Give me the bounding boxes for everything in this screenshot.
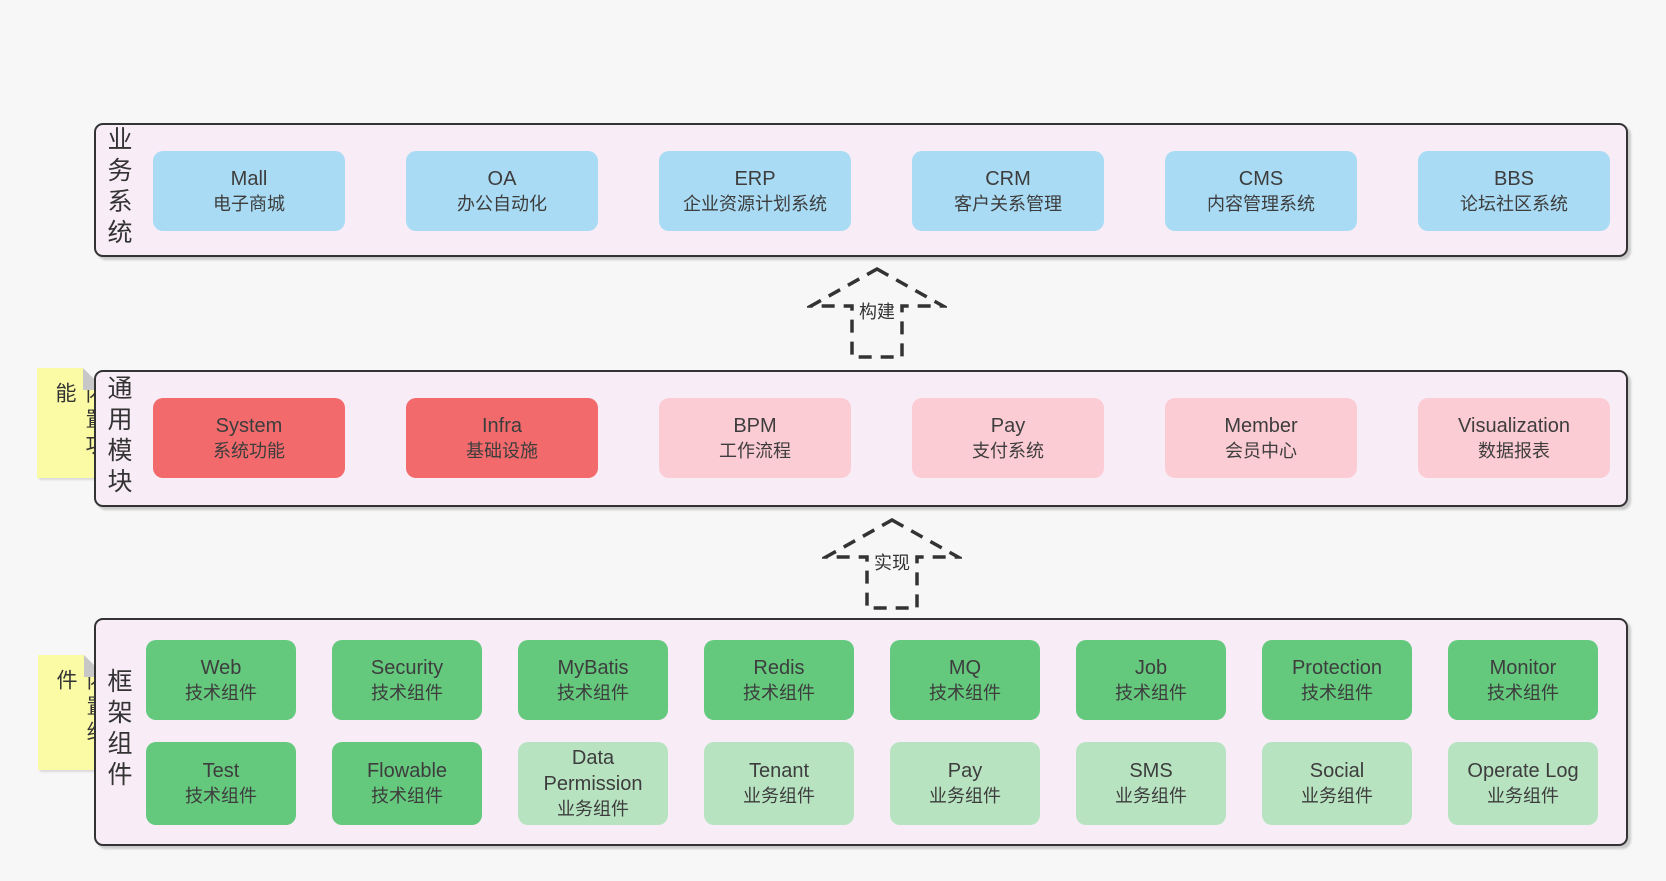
node-erp: ERP 企业资源计划系统 — [659, 151, 851, 231]
node-desc: 数据报表 — [1478, 440, 1550, 461]
node-name: OA — [487, 167, 517, 190]
node-security: Security 技术组件 — [332, 640, 482, 720]
node-job: Job 技术组件 — [1076, 640, 1226, 720]
node-name: SMS — [1129, 760, 1173, 782]
node-desc: 业务组件 — [1301, 786, 1373, 806]
node-name: BPM — [733, 414, 777, 437]
node-name: Test — [202, 760, 240, 782]
common-modules-panel — [94, 370, 1628, 507]
node-test: Test 技术组件 — [146, 742, 296, 825]
node-data-permission: Data Permission 业务组件 — [518, 742, 668, 825]
node-name: Flowable — [366, 760, 448, 782]
node-name: Member — [1224, 414, 1298, 437]
node-tenant: Tenant 业务组件 — [704, 742, 854, 825]
node-name: Job — [1134, 656, 1168, 679]
node-name: ERP — [734, 167, 776, 190]
node-mall: Mall 电子商城 — [153, 151, 345, 231]
framework-components-panel-label: 框架组件 — [104, 668, 132, 792]
node-desc: 电子商城 — [213, 193, 285, 214]
business-systems-panel — [94, 123, 1628, 257]
node-sms: SMS 业务组件 — [1076, 742, 1226, 825]
node-desc: 技术组件 — [929, 682, 1001, 703]
node-oa: OA 办公自动化 — [406, 151, 598, 231]
node-name: CRM — [985, 167, 1031, 190]
node-desc: 技术组件 — [557, 682, 629, 703]
node-bpm: BPM 工作流程 — [659, 398, 851, 478]
node-operate-log: Operate Log 业务组件 — [1448, 742, 1598, 825]
node-desc: 工作流程 — [719, 440, 791, 461]
node-name: Social — [1309, 760, 1365, 782]
build-arrow: 构建 — [807, 266, 947, 360]
common-modules-panel-label: 通用模块 — [104, 374, 132, 499]
node-desc: 系统功能 — [213, 440, 285, 461]
node-desc: 业务组件 — [929, 786, 1001, 806]
node-desc: 业务组件 — [1115, 786, 1187, 806]
node-desc: 技术组件 — [1301, 682, 1373, 703]
node-bbs: BBS 论坛社区系统 — [1418, 151, 1610, 231]
node-mq: MQ 技术组件 — [890, 640, 1040, 720]
node-name: Security — [370, 656, 444, 679]
node-name: CMS — [1238, 167, 1284, 190]
node-desc: 企业资源计划系统 — [683, 193, 827, 214]
node-monitor: Monitor 技术组件 — [1448, 640, 1598, 720]
node-name: BBS — [1493, 167, 1535, 190]
node-crm: CRM 客户关系管理 — [912, 151, 1104, 231]
node-desc: 技术组件 — [185, 786, 257, 806]
node-desc: 论坛社区系统 — [1460, 193, 1568, 214]
node-system: System 系统功能 — [153, 398, 345, 478]
business-systems-panel-label: 业务系统 — [104, 126, 132, 250]
implement-arrow: 实现 — [822, 517, 962, 611]
node-name: Protection — [1291, 656, 1383, 679]
node-desc: 技术组件 — [743, 682, 815, 703]
node-redis: Redis 技术组件 — [704, 640, 854, 720]
node-desc: 技术组件 — [371, 682, 443, 703]
node-desc: 基础设施 — [466, 440, 538, 461]
node-desc: 客户关系管理 — [954, 193, 1062, 214]
node-name: System — [215, 414, 283, 437]
node-desc: 内容管理系统 — [1207, 193, 1315, 214]
node-name: Monitor — [1489, 656, 1557, 679]
node-desc: 技术组件 — [1115, 682, 1187, 703]
node-infra: Infra 基础设施 — [406, 398, 598, 478]
node-name: Data Permission — [543, 747, 643, 795]
node-social: Social 业务组件 — [1262, 742, 1412, 825]
node-desc: 业务组件 — [557, 799, 629, 819]
node-name: Redis — [753, 656, 805, 679]
node-name: Pay — [990, 414, 1026, 437]
node-name: MQ — [948, 656, 982, 679]
node-desc: 技术组件 — [371, 786, 443, 806]
node-pay-system: Pay 支付系统 — [912, 398, 1104, 478]
node-name: Web — [200, 656, 242, 679]
node-name: Tenant — [748, 760, 810, 782]
node-member: Member 会员中心 — [1165, 398, 1357, 478]
implement-arrow-label: 实现 — [871, 549, 913, 575]
node-pay-component: Pay 业务组件 — [890, 742, 1040, 825]
node-desc: 业务组件 — [1487, 786, 1559, 806]
node-visualization: Visualization 数据报表 — [1418, 398, 1610, 478]
node-mybatis: MyBatis 技术组件 — [518, 640, 668, 720]
node-name: Visualization — [1458, 414, 1570, 437]
build-arrow-label: 构建 — [856, 298, 898, 324]
node-desc: 支付系统 — [972, 440, 1044, 461]
node-cms: CMS 内容管理系统 — [1165, 151, 1357, 231]
node-name: Mall — [230, 167, 268, 190]
node-desc: 业务组件 — [743, 786, 815, 806]
node-protection: Protection 技术组件 — [1262, 640, 1412, 720]
node-name: Infra — [481, 414, 523, 437]
node-name: Pay — [947, 760, 983, 782]
node-name: MyBatis — [557, 656, 629, 679]
node-desc: 办公自动化 — [457, 193, 547, 214]
node-desc: 技术组件 — [1487, 682, 1559, 703]
node-desc: 技术组件 — [185, 682, 257, 703]
node-desc: 会员中心 — [1225, 440, 1297, 461]
node-flowable: Flowable 技术组件 — [332, 742, 482, 825]
node-name: Operate Log — [1467, 760, 1579, 782]
node-web: Web 技术组件 — [146, 640, 296, 720]
